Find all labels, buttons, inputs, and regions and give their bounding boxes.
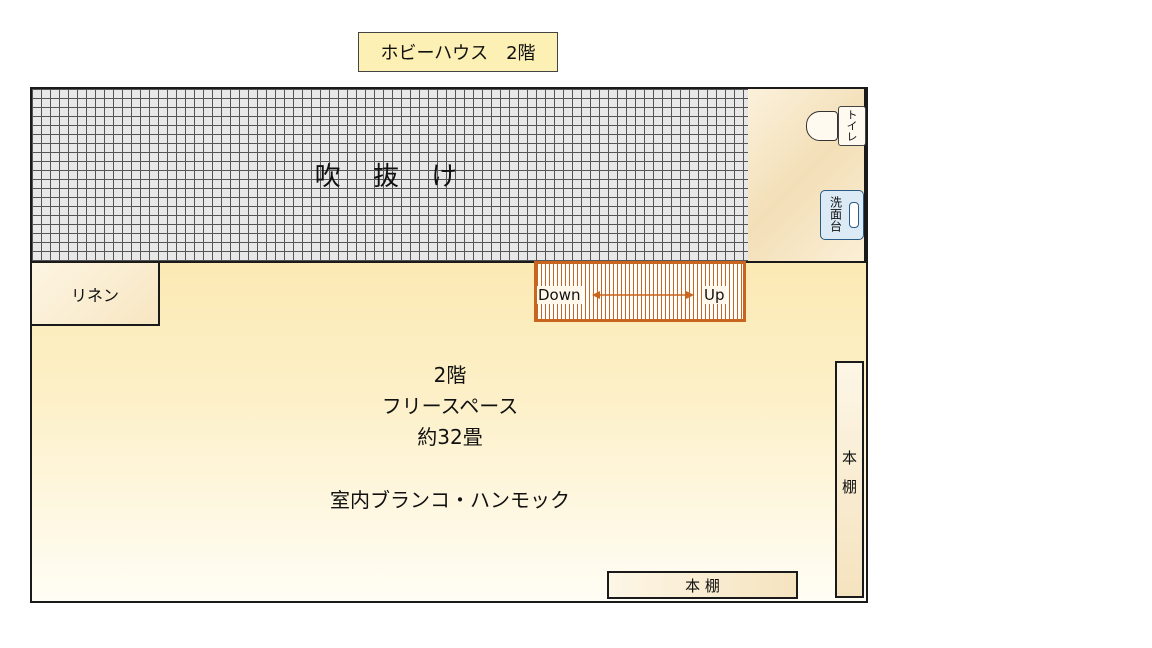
washbasin-label: 洗面台 [828, 196, 843, 232]
bookshelf-bottom: 本 棚 [607, 571, 798, 599]
toilet-label: トイレ [845, 108, 858, 142]
free-space-size: 約32畳 [417, 425, 483, 449]
feature-label: 室内ブランコ・ハンモック [330, 488, 570, 512]
void-label: 吹 抜 け [314, 161, 470, 192]
toilet-icon [806, 111, 838, 141]
faucet-icon [849, 202, 859, 228]
linen-closet: リネン [30, 261, 160, 326]
free-space-name: フリースペース [381, 394, 519, 418]
free-space-info: 2階 フリースペース 約32畳 [260, 360, 640, 453]
void-atrium: 吹 抜 け [30, 87, 752, 263]
stairs-up-label: Up [703, 286, 726, 304]
linen-label: リネン [70, 285, 119, 305]
stairs-down-label: Down [537, 286, 582, 304]
floor-level-label: 2階 [433, 363, 467, 387]
floor-title: ホビーハウス 2階 [358, 32, 558, 72]
bookshelf-right [835, 361, 864, 598]
toilet-tank [838, 106, 866, 146]
bookshelf-bottom-label: 本 棚 [685, 576, 720, 595]
double-arrow-icon [592, 291, 694, 299]
bookshelf-right-label: 本棚 [840, 450, 858, 508]
